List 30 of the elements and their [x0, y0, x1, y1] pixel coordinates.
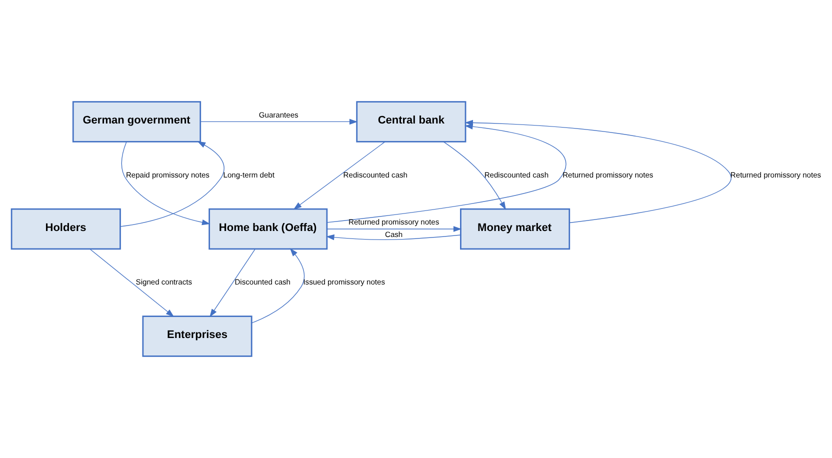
edge-label: Returned promissory notes [730, 170, 822, 180]
edge-label: Discounted cash [234, 278, 291, 287]
node-box: Central bank [356, 101, 466, 142]
arrow [443, 141, 506, 210]
edge-label: Rediscounted cash [484, 170, 549, 180]
arrow [200, 118, 358, 125]
arrow [120, 141, 224, 227]
edge-label: Guarantees [258, 110, 298, 120]
arrow [121, 141, 210, 226]
edge-label: Returned promissory notes [562, 170, 654, 180]
arrow [326, 234, 461, 240]
node-box: Holders [10, 208, 121, 250]
arrow [464, 120, 732, 224]
arrow [326, 124, 566, 223]
node-box: Home bank (Oeffa) [208, 208, 328, 250]
arrow [251, 248, 305, 324]
arrow [90, 248, 174, 317]
node-box: Money market [460, 208, 570, 250]
node-box: Enterprises [142, 316, 252, 357]
edge-label: Rediscounted cash [343, 170, 408, 180]
arrow [326, 226, 462, 232]
node-box: German government [72, 101, 202, 142]
edge-label: Signed contracts [136, 278, 192, 287]
edge-label: Returned promissory notes [348, 218, 440, 227]
edge-label: Repaid promissory notes [126, 170, 210, 180]
edge-label: Cash [385, 230, 403, 240]
edge-label: Issued promissory notes [303, 278, 386, 287]
arrow [210, 248, 256, 318]
edge-label: Long-term debt [223, 170, 274, 180]
arrow [293, 141, 386, 210]
